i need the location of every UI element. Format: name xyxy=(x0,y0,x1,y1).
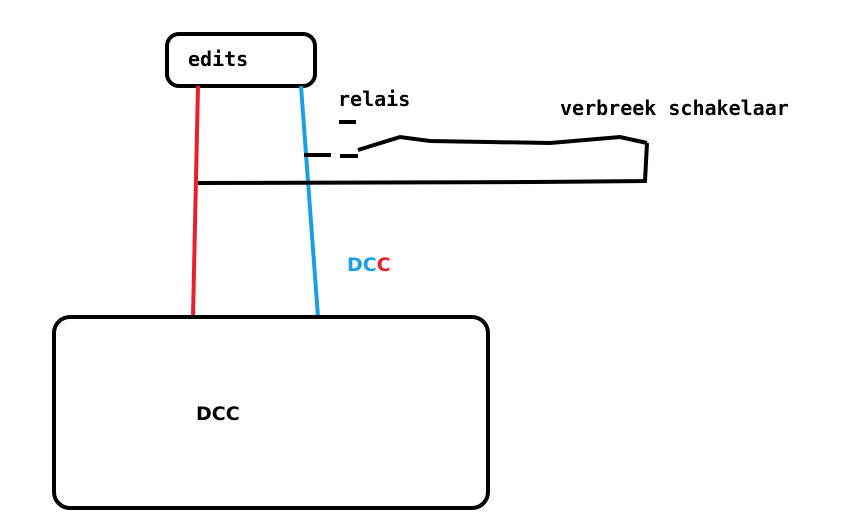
dcc-wire-label: DCC xyxy=(347,254,391,276)
dcc-box-label: DCC xyxy=(196,403,240,425)
relais-label: relais xyxy=(338,87,410,111)
switch-return-line xyxy=(197,142,649,185)
dcc-box xyxy=(52,315,490,510)
edits-label: edits xyxy=(188,47,248,71)
dcc-wire-label-part2: C xyxy=(377,254,391,276)
switch-lever xyxy=(357,134,648,152)
blue-wire xyxy=(299,85,320,318)
red-wire xyxy=(191,85,200,318)
switch-label: verbreek schakelaar xyxy=(560,96,789,120)
edits-box xyxy=(165,32,317,88)
dcc-wire-label-part1: DC xyxy=(347,254,377,276)
